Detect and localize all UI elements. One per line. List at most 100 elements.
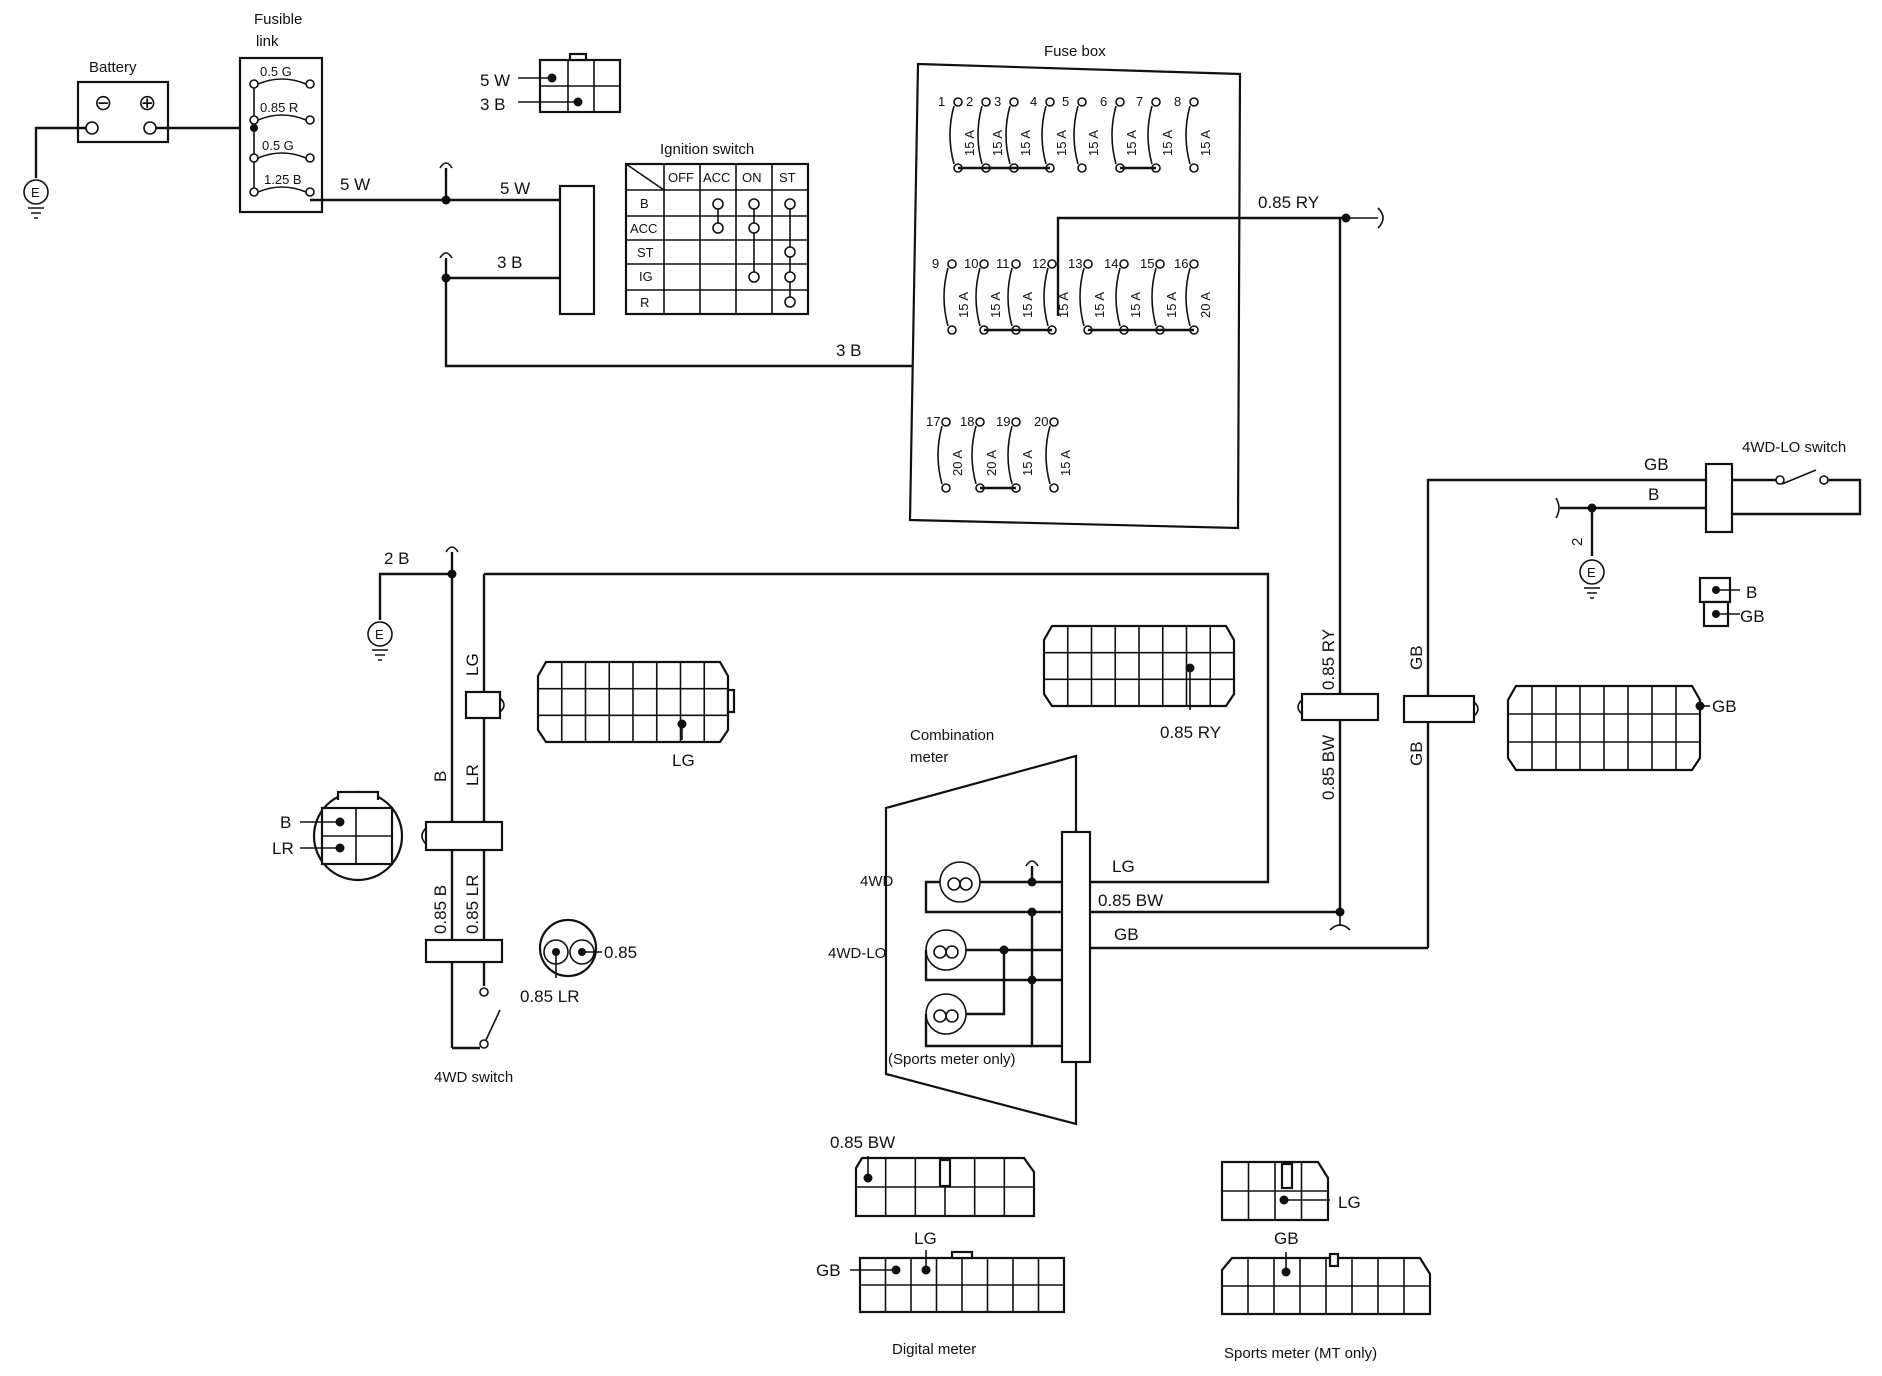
connector-5w-3b: 5 W 3 B [480, 52, 622, 114]
fuse-number: 6 [1100, 94, 1107, 109]
ign-row-r: R [640, 295, 649, 310]
wire-gb [1426, 478, 1706, 948]
fuse-number: 11 [996, 256, 1010, 271]
wire-lo-ground-label: 2 [1569, 538, 1586, 546]
fuse-number: 4 [1030, 94, 1037, 109]
sports-note: (Sports meter only) [888, 1051, 1016, 1068]
fusible-link-title-2: link [256, 33, 279, 50]
wire-5w-label: 5 W [340, 175, 370, 194]
wire-gb-vertical-label-2: GB [1407, 741, 1426, 766]
fuse-number: 19 [996, 414, 1010, 429]
fuse-rating: 15 A [1164, 292, 1179, 318]
fuse-rating: 15 A [988, 292, 1003, 318]
fuse-4: 415 A [1030, 94, 1069, 173]
lo-ground-label: E [1587, 565, 1596, 580]
fuse-9: 915 A [932, 256, 971, 335]
fusible-link-2: 0.85 R [260, 100, 298, 115]
wire-lr-vertical-label: LR [463, 764, 482, 786]
digital-lg-label: LG [914, 1229, 937, 1248]
meter-bw-label: 0.85 BW [1098, 891, 1163, 910]
fuse-3: 315 A [994, 94, 1033, 173]
lo-conn-gb-label: GB [1740, 607, 1765, 626]
ign-row-ig: IG [639, 269, 653, 284]
lg-connector: LG [536, 660, 736, 770]
sports-meter: LG GB Sports meter (MT only) [1220, 1160, 1432, 1362]
round-conn-lr-label: LR [272, 839, 294, 858]
fuse-number: 3 [994, 94, 1001, 109]
fuse-rating: 15 A [1092, 292, 1107, 318]
fuse-number: 13 [1068, 256, 1082, 271]
fuse-number: 7 [1136, 94, 1143, 109]
ign-row-b: B [640, 196, 649, 211]
sports-gb-label: GB [1274, 1229, 1299, 1248]
ign-row-st: ST [637, 245, 654, 260]
meter-lg-label: LG [1112, 857, 1135, 876]
fuse-rating: 15 A [1020, 292, 1035, 318]
ry-connector-label: 0.85 RY [1160, 723, 1221, 742]
fuse-number: 2 [966, 94, 973, 109]
ign-col-off: OFF [668, 170, 694, 185]
sports-meter-title: Sports meter (MT only) [1224, 1345, 1377, 1362]
fuse-rating: 15 A [1124, 130, 1139, 156]
battery-minus-terminal: ⊖ [94, 90, 112, 115]
fuse-rating: 20 A [950, 450, 965, 476]
ignition-switch-title: Ignition switch [660, 141, 754, 158]
fuse-number: 20 [1034, 414, 1048, 429]
wire-085ry [1056, 216, 1346, 316]
wd4-ground-label: E [375, 627, 384, 642]
battery: Battery ⊖ ⊕ [76, 59, 170, 144]
fuse-14: 14 15 A [1104, 256, 1143, 335]
fuse-number: 5 [1062, 94, 1069, 109]
fuse-rating: 15 A [1128, 292, 1143, 318]
ground-label: E [31, 185, 40, 200]
wire-break-mark [439, 162, 453, 169]
combination-meter-title: Combination [910, 727, 994, 744]
fuse-rating: 15 A [1020, 450, 1035, 476]
fuse-rating: 20 A [1198, 292, 1213, 318]
combination-meter: Combination meter 4WD 4WD-LO (Sports met… [828, 727, 1428, 1126]
ign-col-acc: ACC [703, 170, 730, 185]
fuse-number: 9 [932, 256, 939, 271]
fuse-17: 17 20 A [926, 414, 965, 493]
fusible-link-1: 0.5 G [260, 64, 292, 79]
wire-085bw-vertical-label: 0.85 BW [1319, 735, 1338, 800]
wire-085ry-vertical-label: 0.85 RY [1319, 629, 1338, 690]
connector-5w-label: 5 W [480, 71, 510, 90]
round-conn-085lr-label: 0.85 LR [520, 987, 580, 1006]
ign-col-st: ST [779, 170, 796, 185]
combination-meter-title-2: meter [910, 749, 948, 766]
meter-gb-label: GB [1114, 925, 1139, 944]
digital-bw-label: 0.85 BW [830, 1133, 895, 1152]
lo-conn-b-label: B [1746, 583, 1757, 602]
lg-connector-label: LG [672, 751, 695, 770]
fuse-number: 17 [926, 414, 940, 429]
fuse-rating: 15 A [1086, 130, 1101, 156]
ry-connector: 0.85 RY [1042, 624, 1236, 742]
fuse-number: 15 [1140, 256, 1154, 271]
lo-switch-title: 4WD-LO switch [1742, 439, 1846, 456]
gb-meter-connector: GB [1506, 684, 1737, 772]
wire-085b-label: 0.85 B [431, 885, 450, 934]
round-connector-085: 0.85 0.85 LR [520, 918, 637, 1006]
fuse-19: 19 15 A [996, 414, 1035, 493]
battery-ground: E [23, 126, 86, 219]
fuse-20: 20 15 A [1034, 414, 1073, 493]
fuse-rating: 15 A [1056, 292, 1071, 318]
fuse-number: 14 [1104, 256, 1118, 271]
wire-lo-b-label: B [1648, 485, 1659, 504]
battery-plus-terminal: ⊕ [138, 90, 156, 115]
sports-lg-label: LG [1338, 1193, 1361, 1212]
wire-lo-gb-label: GB [1644, 455, 1669, 474]
fuse-number: 12 [1032, 256, 1046, 271]
fusible-link: Fusible link 0.5 G 0.85 R 0.5 G 1.25 B [238, 11, 324, 214]
wire-gb-vertical-label: GB [1407, 645, 1426, 670]
lamp-4wdlo-label: 4WD-LO [828, 945, 886, 962]
ign-col-on: ON [742, 170, 762, 185]
fusible-link-title: Fusible [254, 11, 302, 28]
wire-085ry-label: 0.85 RY [1258, 193, 1319, 212]
fuse-number: 1 [938, 94, 945, 109]
ign-row-acc: ACC [630, 221, 657, 236]
fuse-rating: 15 A [1058, 450, 1073, 476]
